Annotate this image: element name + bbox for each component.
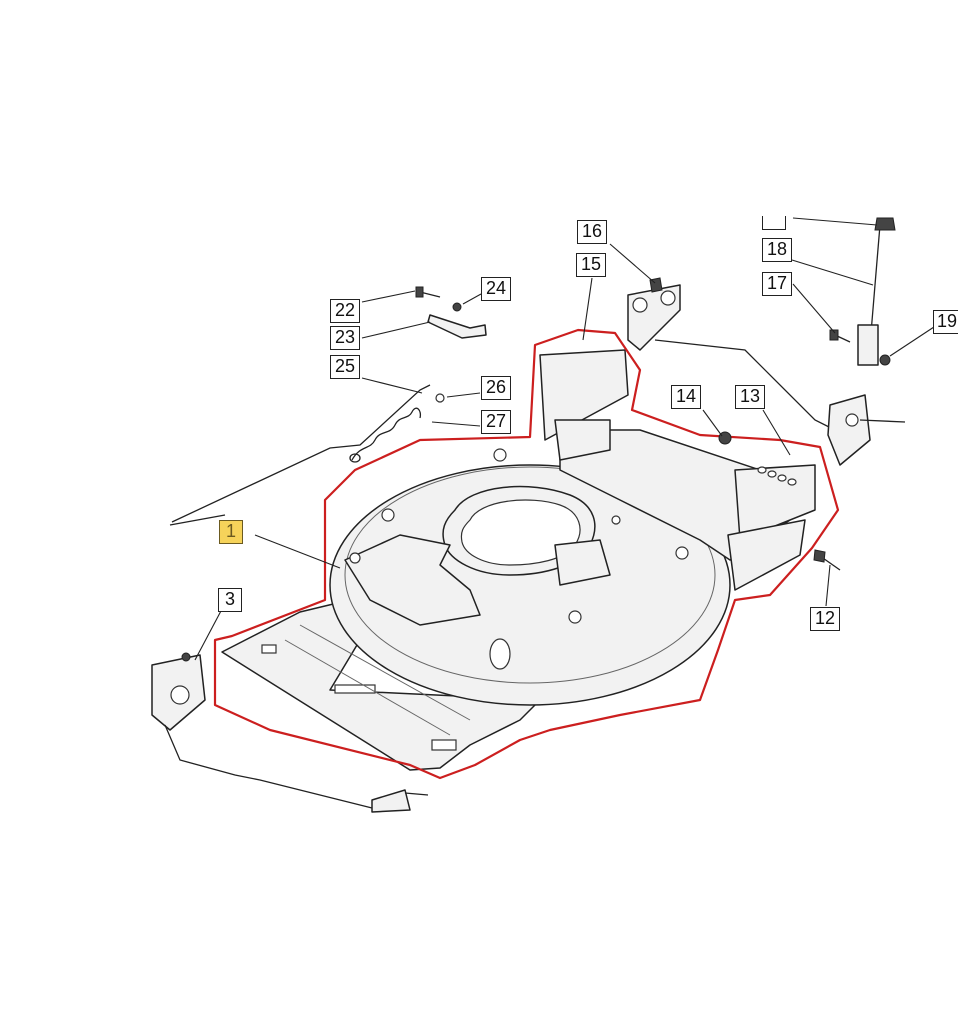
callout-3[interactable]: 3 (218, 588, 242, 612)
throttle-rod[interactable] (169, 384, 431, 526)
selection-outline (213, 328, 840, 780)
callout-13[interactable]: 13 (735, 385, 765, 409)
bolt-12[interactable] (813, 549, 841, 571)
callout-24[interactable]: 24 (481, 277, 511, 301)
callout-23[interactable]: 23 (330, 326, 360, 350)
callout-17[interactable]: 17 (762, 272, 792, 296)
callout-19[interactable]: 19 (933, 310, 958, 334)
callout-27[interactable]: 27 (481, 410, 511, 434)
bracket-23[interactable] (427, 314, 487, 339)
callout-12[interactable]: 12 (810, 607, 840, 631)
callout-1[interactable]: 1 (219, 520, 243, 544)
bolt-17[interactable] (829, 329, 851, 343)
nut-19[interactable] (879, 354, 891, 366)
mower-deck[interactable] (221, 349, 816, 771)
callout-26[interactable]: 26 (481, 376, 511, 400)
nut-24[interactable] (452, 302, 462, 312)
callout-16[interactable]: 16 (577, 220, 607, 244)
height-lever-right[interactable] (627, 217, 906, 466)
leader-lines (194, 217, 938, 661)
screw-22[interactable] (415, 286, 441, 298)
spring-27[interactable] (349, 407, 422, 463)
washer-26[interactable] (435, 393, 445, 403)
callout-20-partial (762, 216, 786, 230)
callout-25[interactable]: 25 (330, 355, 360, 379)
callout-18[interactable]: 18 (762, 238, 792, 262)
height-lever-left[interactable] (151, 652, 429, 813)
callout-22[interactable]: 22 (330, 299, 360, 323)
callout-15[interactable]: 15 (576, 253, 606, 277)
nut-14[interactable] (718, 431, 732, 445)
callout-14[interactable]: 14 (671, 385, 701, 409)
